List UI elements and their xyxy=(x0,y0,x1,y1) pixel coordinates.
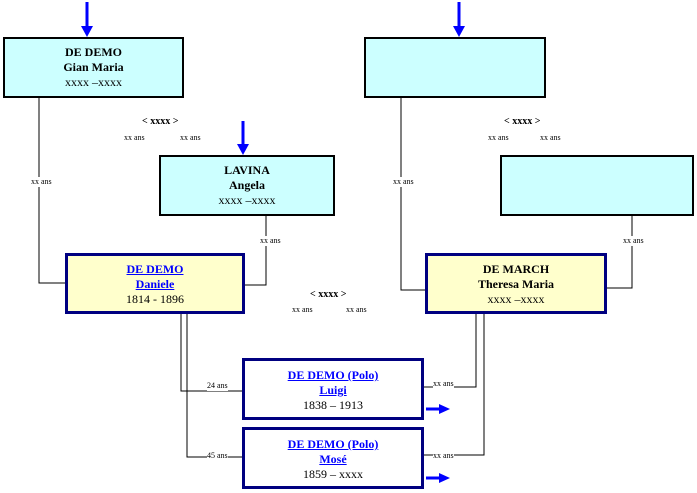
age-label: xx ans xyxy=(393,177,414,187)
person-box-paternal-grandmother[interactable]: LAVINA Angela xxxx –xxxx xyxy=(159,155,335,216)
person-box-father[interactable]: DE DEMO Daniele 1814 - 1896 xyxy=(65,253,245,314)
down-arrows xyxy=(81,2,465,155)
age-label: xx ans xyxy=(623,236,644,246)
person-box-paternal-grandfather[interactable]: DE DEMO Gian Maria xxxx –xxxx xyxy=(3,37,184,98)
marriage-year-parents: < xxxx > xyxy=(310,289,347,300)
age-label: xx ans xyxy=(260,236,281,246)
age-label: xx ans xyxy=(433,451,454,461)
life-dates: xxxx –xxxx xyxy=(65,75,122,89)
age-label: 24 ans xyxy=(207,381,228,391)
surname-link[interactable]: DE DEMO (Polo) xyxy=(287,368,379,382)
given-name-link[interactable]: Mosé xyxy=(319,452,347,466)
life-dates: 1814 - 1896 xyxy=(126,292,184,306)
marriage-age-wife: xx ans xyxy=(180,133,201,142)
age-label: xx ans xyxy=(31,177,52,187)
surname-link[interactable]: DE DEMO xyxy=(126,262,184,276)
given-name: Theresa Maria xyxy=(477,277,555,291)
given-name-link[interactable]: Luigi xyxy=(319,383,347,397)
surname: DE MARCH xyxy=(482,262,550,276)
life-dates: xxxx –xxxx xyxy=(487,292,545,306)
person-box-child-1[interactable]: DE DEMO (Polo) Luigi 1838 – 1913 xyxy=(242,358,424,420)
marriage-year-maternal-grandparents: < xxxx > xyxy=(504,116,541,127)
marriage-age-husband: xx ans xyxy=(124,133,145,142)
age-label: xx ans xyxy=(433,379,454,389)
marriage-year-paternal-grandparents: < xxxx > xyxy=(142,116,179,127)
marriage-age-wife: xx ans xyxy=(346,305,367,314)
life-dates: 1859 – xxxx xyxy=(303,467,363,481)
marriage-age-wife: xx ans xyxy=(540,133,561,142)
given-name: Angela xyxy=(229,178,265,192)
life-dates: xxxx –xxxx xyxy=(218,193,276,207)
person-box-mother[interactable]: DE MARCH Theresa Maria xxxx –xxxx xyxy=(425,253,607,314)
person-box-maternal-grandmother[interactable] xyxy=(500,155,694,216)
person-box-child-2[interactable]: DE DEMO (Polo) Mosé 1859 – xxxx xyxy=(242,427,424,489)
surname-link[interactable]: DE DEMO (Polo) xyxy=(287,437,379,451)
surname: DE DEMO xyxy=(65,45,122,59)
marriage-age-husband: xx ans xyxy=(488,133,509,142)
life-dates: 1838 – 1913 xyxy=(303,398,363,412)
marriage-age-husband: xx ans xyxy=(292,305,313,314)
age-label: 45 ans xyxy=(207,451,228,461)
right-arrows xyxy=(426,404,450,483)
given-name-link[interactable]: Daniele xyxy=(135,277,175,291)
surname: LAVINA xyxy=(224,163,270,177)
person-box-maternal-grandfather[interactable] xyxy=(364,37,546,98)
given-name: Gian Maria xyxy=(63,60,124,74)
